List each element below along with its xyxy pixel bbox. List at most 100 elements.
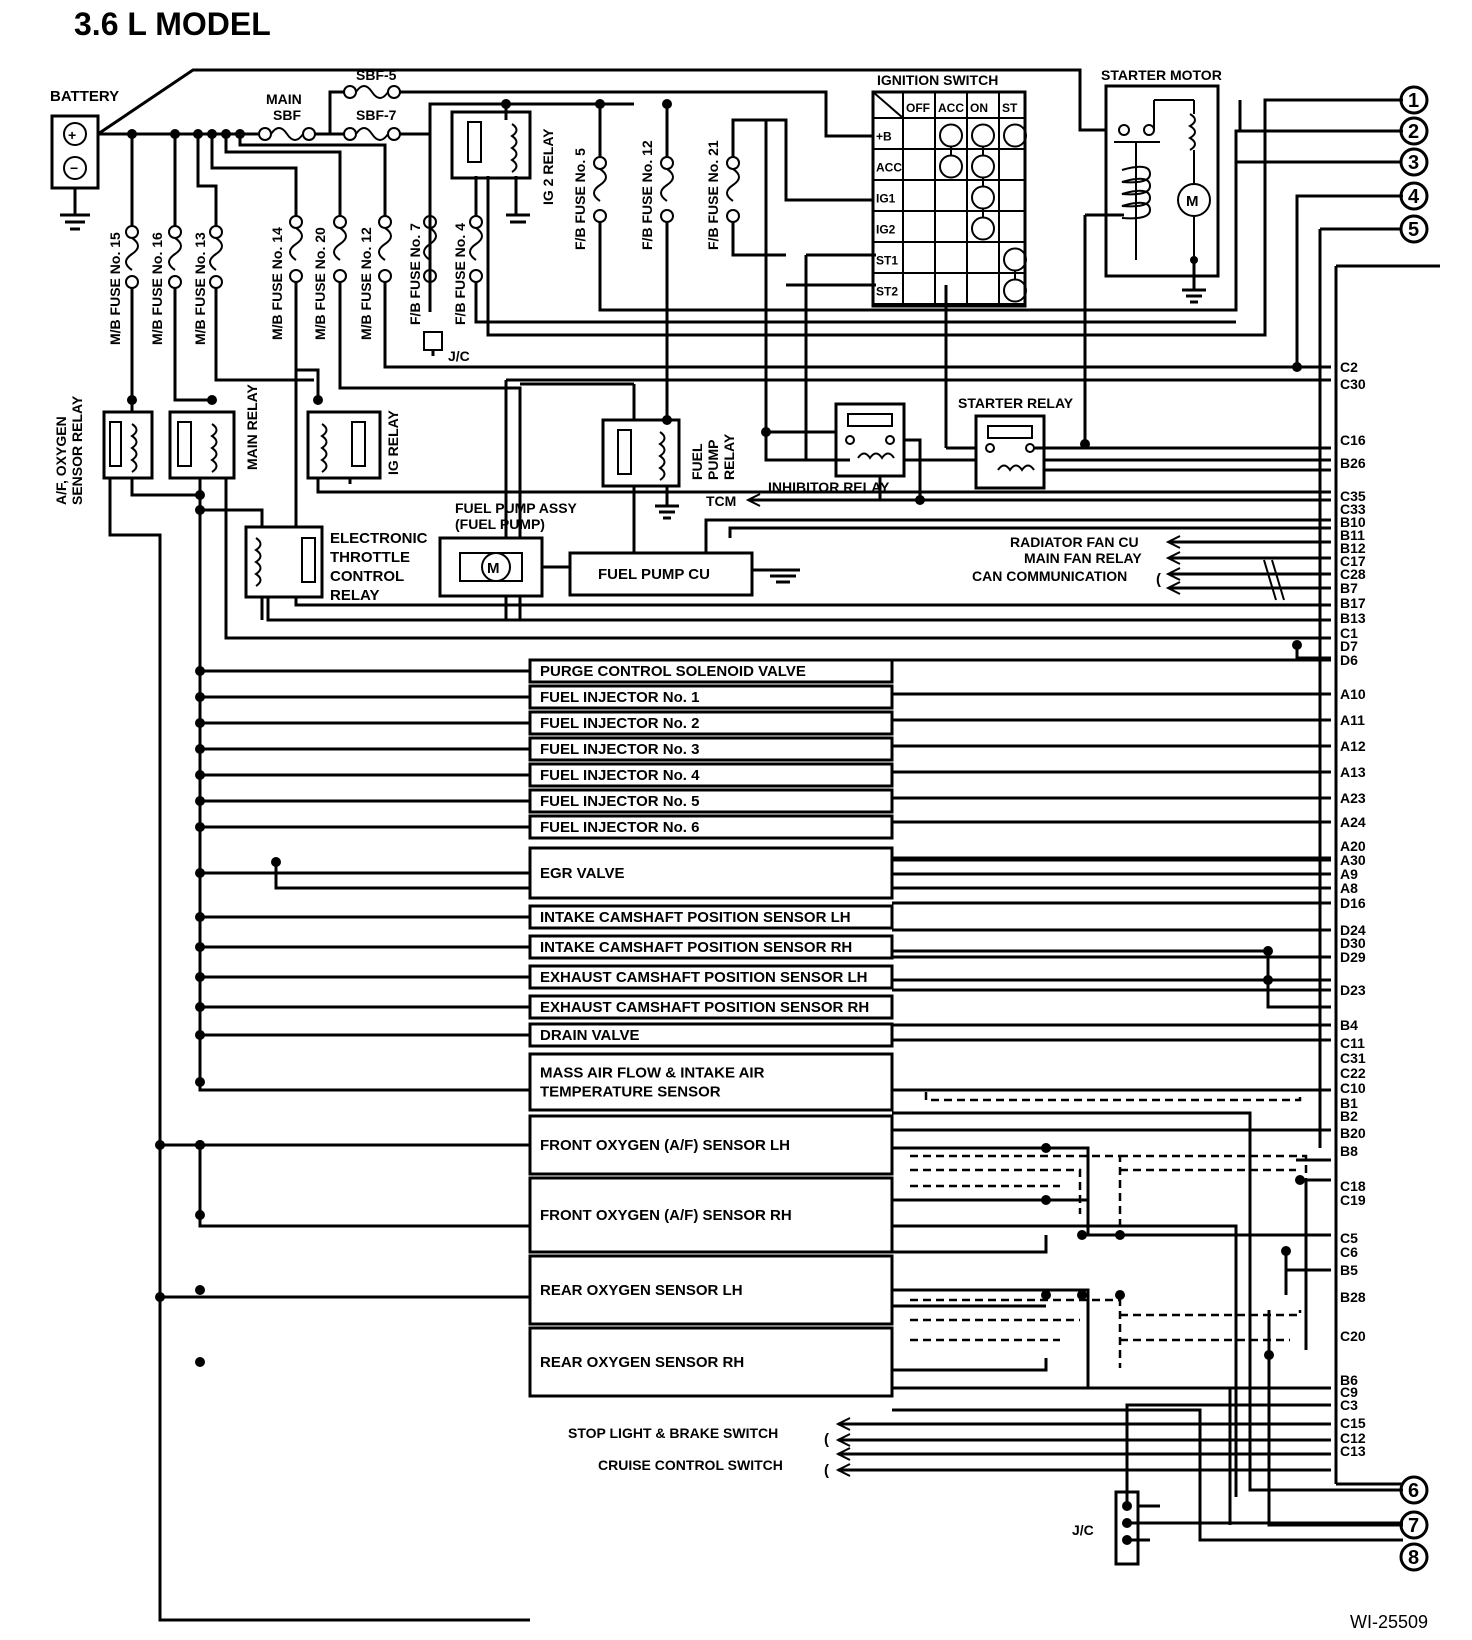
svg-text:(: ( [824,1462,829,1479]
ecm-pin-d7: D7 [1340,638,1358,654]
component-rear-oxygen-sensor-rh: REAR OXYGEN SENSOR RH [528,1326,894,1398]
connector-8-circle [1399,1542,1429,1572]
ecm-pin-c10: C10 [1340,1080,1366,1096]
svg-text:IG RELAY: IG RELAY [385,410,401,475]
ecm-pin-c19: C19 [1340,1192,1366,1208]
fuel-pump-cu: FUEL PUMP CU [568,551,754,597]
jc-small [423,331,443,351]
ecm-pin-a12: A12 [1340,738,1366,754]
ecm-pin-b1: B1 [1340,1095,1358,1111]
connector-5-label: 5 [1408,219,1419,241]
main-relay: MAIN RELAY [168,384,260,480]
svg-text:IG 2 RELAY: IG 2 RELAY [540,128,556,205]
svg-text:F/B FUSE No. 4: F/B FUSE No. 4 [452,223,468,325]
svg-text:FUEL PUMP ASSY(FUEL PUMP): FUEL PUMP ASSY(FUEL PUMP) [455,500,578,532]
svg-text:TCM: TCM [706,493,736,509]
component-label: INTAKE CAMSHAFT POSITION SENSOR LH [540,909,851,926]
connector-8-label: 8 [1408,1547,1419,1569]
svg-text:SBF-5: SBF-5 [356,67,397,83]
ecm-pin-a9: A9 [1340,866,1358,882]
connector-3-label: 3 [1408,152,1419,174]
ecm-pin-c12: C12 [1340,1430,1366,1446]
ecm-pin-c2: C2 [1340,359,1358,375]
ecm-pin-c5: C5 [1340,1230,1358,1246]
svg-text:MAIN RELAY: MAIN RELAY [244,384,260,470]
svg-text:STARTER MOTOR: STARTER MOTOR [1101,67,1222,83]
component-fuel-injector-no-4: FUEL INJECTOR No. 4 [528,762,894,788]
ecm-pin-b17: B17 [1340,595,1366,611]
ecm-pin-a30: A30 [1340,852,1366,868]
svg-text:A/F, OXYGENSENSOR RELAY: A/F, OXYGENSENSOR RELAY [53,395,85,505]
component-label: EXHAUST CAMSHAFT POSITION SENSOR RH [540,999,869,1016]
ignition-row-label: IG2 [876,223,896,237]
svg-text:FUEL PUMP CU: FUEL PUMP CU [598,566,710,583]
battery-label: BATTERY [50,88,119,105]
ecm-pin-a24: A24 [1340,814,1366,830]
ground-symbol [60,188,90,231]
svg-text:F/B FUSE No. 5: F/B FUSE No. 5 [572,148,588,250]
svg-text:F/B FUSE No. 7: F/B FUSE No. 7 [407,223,423,325]
starter-motor: STARTER MOTOR M [1101,67,1222,304]
ecm-pin-b26: B26 [1340,455,1366,471]
component-fuel-injector-no-1: FUEL INJECTOR No. 1 [528,684,894,710]
ecm-pin-c18: C18 [1340,1178,1366,1194]
component-purge-control-solenoid-valve: PURGE CONTROL SOLENOID VALVE [528,658,894,684]
ignition-row-label: ST2 [876,285,898,299]
component-label: EGR VALVE [540,865,624,882]
af-oxygen-sensor-relay: A/F, OXYGENSENSOR RELAY [53,395,154,505]
ig2-relay: IG 2 RELAY [450,110,556,205]
ecm-pin-a13: A13 [1340,764,1366,780]
ecm-pin-d23: D23 [1340,982,1366,998]
ecm-pin-d30: D30 [1340,935,1366,951]
ignition-col-off: OFF [906,101,930,115]
ecm-pin-c16: C16 [1340,432,1366,448]
ecm-pin-b2: B2 [1340,1108,1358,1124]
ecm-pin-d16: D16 [1340,895,1366,911]
component-intake-camshaft-position-sensor-rh: INTAKE CAMSHAFT POSITION SENSOR RH [528,934,894,960]
ecm-pin-c20: C20 [1340,1328,1366,1344]
ignition-row-label: ST1 [876,254,898,268]
component-fuel-injector-no-5: FUEL INJECTOR No. 5 [528,788,894,814]
svg-text:M/B FUSE No. 20: M/B FUSE No. 20 [312,227,328,340]
ecm-pin-c22: C22 [1340,1065,1366,1081]
ecm-pin-c15: C15 [1340,1415,1366,1431]
svg-text:INHIBITOR RELAY: INHIBITOR RELAY [768,479,890,495]
ecm-pin-b10: B10 [1340,514,1366,530]
ignition-col-st: ST [1002,101,1018,115]
mb-fuse-13: M/B FUSE No. 13 [192,225,223,345]
component-label: FUEL INJECTOR No. 2 [540,715,699,732]
component-label: PURGE CONTROL SOLENOID VALVE [540,663,806,680]
component-label: REAR OXYGEN SENSOR LH [540,1282,743,1299]
ecm-pin-b5: B5 [1340,1262,1358,1278]
fuel-pump-relay: FUELPUMPRELAY [601,418,737,488]
sensor-wiring [892,946,1403,1542]
svg-text:STOP LIGHT & BRAKE SWITCH: STOP LIGHT & BRAKE SWITCH [568,1425,778,1441]
svg-text:M/B FUSE No. 15: M/B FUSE No. 15 [107,232,123,345]
connector-7-label: 7 [1408,1515,1419,1537]
svg-text:M/B FUSE No. 14: M/B FUSE No. 14 [269,227,285,340]
component-fuel-injector-no-3: FUEL INJECTOR No. 3 [528,736,894,762]
sbf-5: SBF-5 [343,67,401,99]
svg-text:(: ( [824,1431,829,1448]
component-label: REAR OXYGEN SENSOR RH [540,1354,744,1371]
fb-fuse-7: F/B FUSE No. 7 [407,215,437,325]
svg-text:SBF-7: SBF-7 [356,107,397,123]
svg-text:−: − [70,160,78,176]
component-fuel-injector-no-6: FUEL INJECTOR No. 6 [528,814,894,840]
ecm-pin-b7: B7 [1340,580,1358,596]
ecm-pin-a20: A20 [1340,838,1366,854]
svg-text:F/B FUSE No. 12: F/B FUSE No. 12 [639,140,655,250]
ecm-pin-group: C2C30C16B26C35C33B10B11B12C17C28B7B17B13… [1340,359,1366,1459]
component-label: FRONT OXYGEN (A/F) SENSOR RH [540,1207,792,1224]
ecm-pin-c9: C9 [1340,1384,1358,1400]
component-exhaust-camshaft-position-sensor-lh: EXHAUST CAMSHAFT POSITION SENSOR LH [528,964,894,990]
fb-fuse-12: F/B FUSE No. 12 [639,140,674,250]
jc-small-label: J/C [448,348,470,364]
ecm-pin-c33: C33 [1340,501,1366,517]
ecm-pin-d24: D24 [1340,922,1366,938]
svg-text:FUELPUMPRELAY: FUELPUMPRELAY [689,433,737,480]
svg-text:RADIATOR FAN CU: RADIATOR FAN CU [1010,534,1139,550]
